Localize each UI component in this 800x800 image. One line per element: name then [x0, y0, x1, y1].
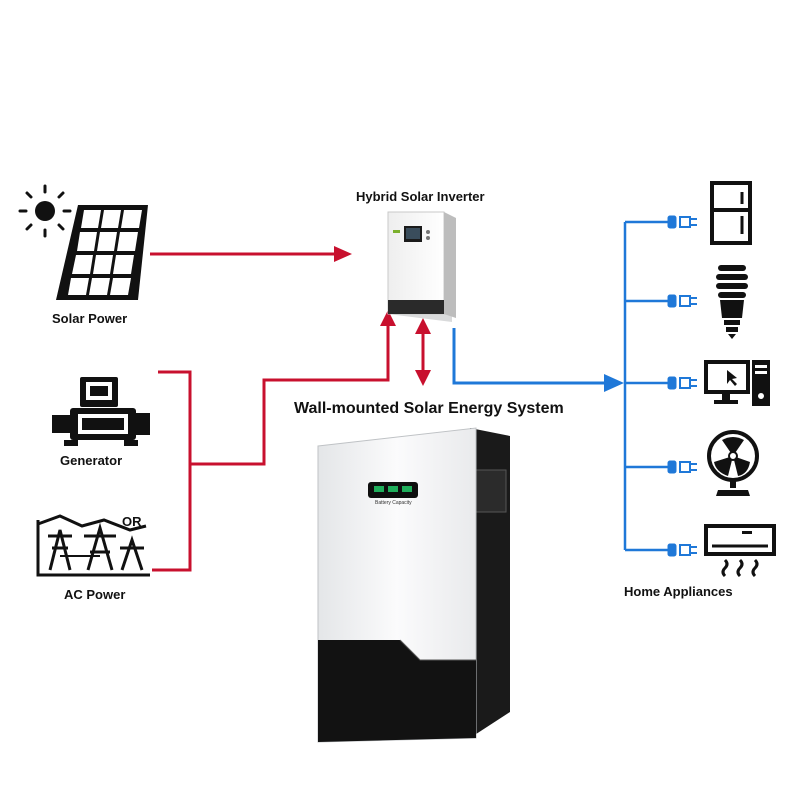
system-label: Wall-mounted Solar Energy System — [294, 400, 564, 417]
ac-power-label: AC Power — [64, 587, 126, 602]
computer-icon — [704, 360, 770, 406]
generator-icon — [52, 377, 150, 446]
solar-to-inverter-arrow — [150, 246, 352, 262]
inverter-to-appliances-arrow — [452, 328, 624, 392]
inverter-label: Hybrid Solar Inverter — [356, 189, 485, 204]
air-conditioner-icon — [704, 524, 776, 578]
power-pylon-icon — [36, 514, 150, 577]
inverter-icon — [387, 211, 456, 322]
appliance-bus-lines — [623, 220, 668, 552]
sun-icon — [18, 184, 72, 238]
generator-ac-feed-line — [152, 310, 396, 572]
battery-icon — [317, 427, 510, 743]
battery-capacity-caption: Battery Capacity — [375, 500, 412, 506]
or-label: OR — [122, 514, 142, 529]
bulb-icon — [716, 265, 748, 339]
solar-power-label: Solar Power — [52, 311, 128, 326]
solar-panel-icon — [56, 205, 148, 300]
fridge-icon — [710, 181, 752, 245]
plug-icon — [667, 215, 697, 557]
fan-icon — [707, 430, 759, 496]
generator-label: Generator — [60, 453, 123, 468]
inverter-battery-double-arrow — [415, 318, 431, 386]
home-appliances-label: Home Appliances — [624, 584, 733, 599]
